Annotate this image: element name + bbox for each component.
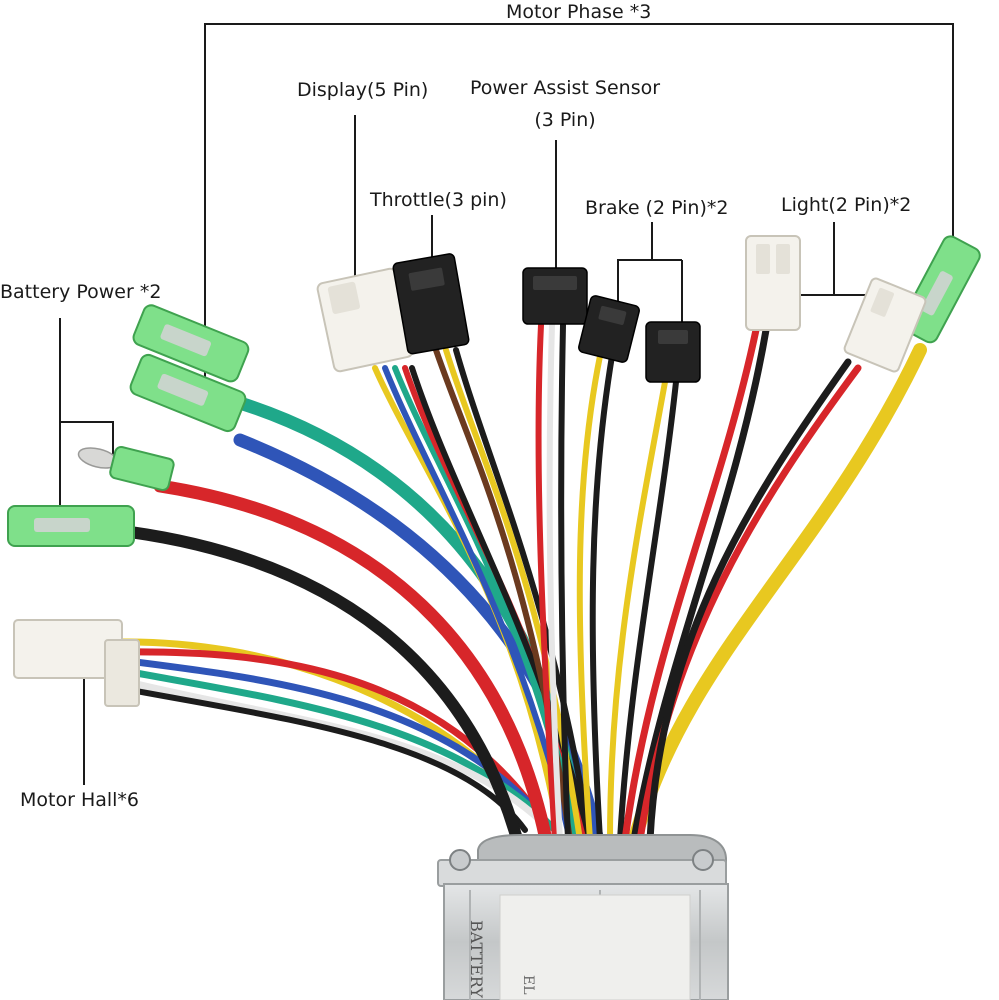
connectors: [7, 235, 981, 707]
controller-housing: [437, 834, 729, 1000]
label-power-assist-line1: Power Assist Sensor: [469, 77, 661, 99]
label-light: Light(2 Pin)*2: [781, 194, 912, 216]
label-throttle: Throttle(3 pin): [370, 189, 507, 211]
assist-wire-black: [558, 322, 571, 843]
throttle-connector: [392, 253, 470, 355]
light-connector-1: [745, 235, 801, 331]
phase-wire-yellow: [625, 343, 927, 857]
hall-wire-green: [116, 666, 559, 834]
light2-wire-red: [636, 364, 862, 844]
label-brake: Brake (2 Pin)*2: [585, 197, 729, 219]
label-battery-power: Battery Power *2: [0, 281, 162, 303]
power-assist-connector: [522, 267, 588, 325]
brake-leader: [617, 222, 653, 320]
brake1-wire-yellow: [576, 353, 603, 843]
battery-leader: [59, 318, 114, 470]
assist-wire-red: [535, 322, 558, 843]
light2-wire-black: [646, 358, 852, 844]
assist-wire-white: [546, 322, 563, 843]
brake2-wire-yellow: [607, 379, 668, 843]
label-motor-phase: Motor Phase *3: [506, 1, 652, 23]
light1-wire-red: [621, 326, 760, 844]
label-power-assist-line2: (3 Pin): [534, 109, 596, 131]
battery-connector-bullet: [77, 445, 175, 491]
battery-wire-red: [153, 479, 555, 857]
phase-connector-green-1: [132, 304, 250, 383]
light-connector-2: [843, 277, 927, 373]
throttle-wire-black: [453, 347, 593, 843]
motor-phase-leader: [204, 23, 954, 395]
brake2-wire-black: [617, 379, 679, 843]
hall-wire-black: [117, 685, 528, 833]
leader-lines: [59, 23, 954, 785]
light1-wire-black: [630, 326, 770, 844]
phase-connector-green-2: [129, 353, 247, 433]
brake-connector-2: [645, 321, 701, 383]
brake1-wire-black: [589, 353, 615, 843]
battery-connector-green: [7, 505, 135, 547]
brake-connector-1: [578, 295, 640, 363]
motor-hall-connector: [13, 619, 140, 707]
label-motor-hall: Motor Hall*6: [20, 789, 140, 811]
battery-wire-black: [124, 526, 526, 856]
controller-marking-el: EL: [520, 975, 536, 995]
label-display: Display(5 Pin): [297, 79, 429, 101]
display-connector: [316, 267, 414, 373]
label-power-assist: Power Assist Sensor (3 Pin): [465, 76, 665, 132]
controller-marking-battery: BATTERY: [467, 920, 486, 998]
wire-bundle: [116, 322, 927, 857]
